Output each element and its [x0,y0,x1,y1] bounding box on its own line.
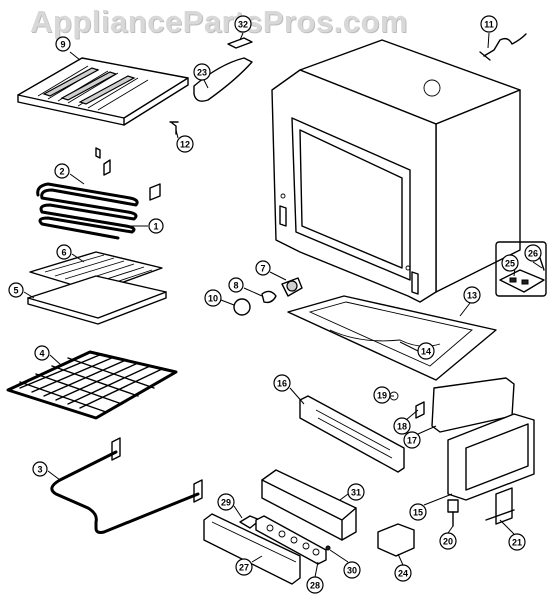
callout-10: 10 [204,289,222,307]
callout-number: 31 [351,488,361,498]
callout-number: 9 [60,40,65,50]
control-board-part [495,241,547,297]
callout-number: 2 [59,167,64,177]
callout-number: 30 [347,566,357,576]
callout-32: 32 [234,15,252,33]
oven-cavity-part [271,39,521,303]
callout-number: 24 [398,569,408,579]
callout-18: 18 [393,417,411,435]
callout-number: 3 [37,465,42,475]
callout-number: 15 [413,508,423,518]
oven-light-part [233,277,303,316]
callout-number: 4 [39,349,44,359]
callout-number: 17 [407,436,417,446]
callout-number: 29 [221,498,231,508]
callout-number: 12 [180,140,190,150]
broiler-pan-part [27,275,167,325]
callout-21: 21 [508,533,526,551]
bake-element-part [50,437,203,534]
callout-number: 13 [467,291,477,301]
callout-9: 9 [55,36,71,52]
callout-number: 16 [277,379,287,389]
callout-number: 5 [13,286,18,296]
callout-number: 32 [238,20,248,30]
callout-6: 6 [56,244,72,260]
callout-number: 11 [484,20,494,30]
callout-31: 31 [347,483,365,501]
callout-25: 25 [501,254,519,272]
callout-number: 1 [153,222,158,232]
leveling-leg-part [447,487,515,527]
callout-28: 28 [306,576,324,594]
callout-number: 19 [377,391,387,401]
broil-element-part [36,159,161,240]
callout-number: 14 [421,347,431,357]
watermark: AppliancePartsPros.com [30,4,408,39]
callout-27: 27 [235,558,253,576]
callout-2: 2 [54,163,70,179]
callout-26: 26 [524,244,542,262]
callout-11: 11 [480,15,498,33]
callout-24: 24 [394,564,412,582]
callout-20: 20 [439,532,457,550]
callout-number: 6 [61,248,66,258]
callout-30: 30 [343,561,361,579]
callout-number: 26 [528,249,538,259]
callout-number: 8 [233,281,238,291]
callout-number: 7 [260,264,265,274]
manifold-cover-part [261,469,357,541]
callout-12: 12 [176,135,194,153]
callout-4: 4 [34,345,50,361]
callout-17: 17 [403,431,421,449]
front-trim-part [203,513,301,585]
callout-number: 18 [397,422,407,432]
oven-bottom-part [287,295,497,381]
callout-14: 14 [417,342,435,360]
callout-number: 27 [239,563,249,573]
switch-strip-part [239,515,327,565]
callout-29: 29 [217,493,235,511]
clip-part [325,523,415,557]
callout-3: 3 [32,461,48,477]
vent-trim-part [193,37,253,102]
callout-13: 13 [463,286,481,304]
sensor-wire-part [479,33,527,61]
drawer-side-part [447,413,535,501]
callout-1: 1 [148,218,164,234]
callout-number: 10 [208,294,218,304]
callout-number: 20 [443,537,453,547]
callout-19: 19 [373,386,391,404]
bracket-part [299,395,405,473]
callout-number: 21 [512,538,522,548]
top-panel-part [17,57,189,159]
callout-5: 5 [8,282,24,298]
callout-7: 7 [255,260,271,276]
callout-23: 23 [193,63,211,81]
callout-16: 16 [273,374,291,392]
callout-number: 28 [310,581,320,591]
callout-8: 8 [228,277,244,293]
callout-number: 23 [197,68,207,78]
oven-rack-part [6,350,178,420]
callout-number: 25 [505,259,515,269]
callout-15: 15 [409,503,427,521]
